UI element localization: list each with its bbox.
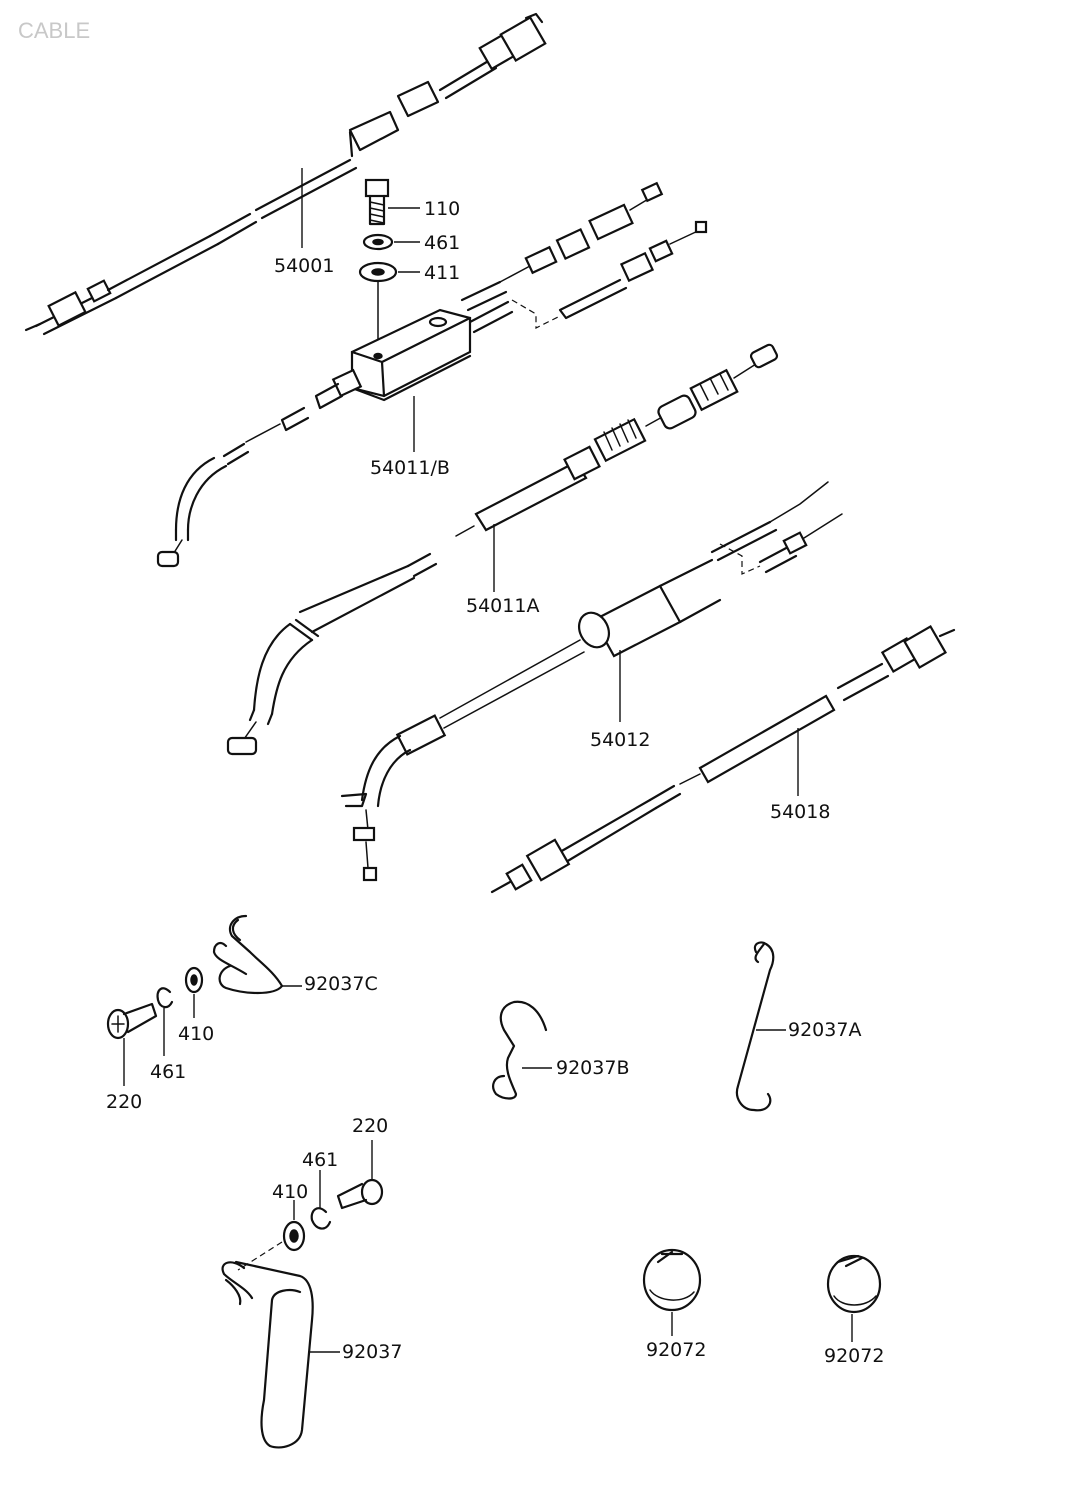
cable-54018[interactable] <box>490 625 956 894</box>
washer-411[interactable] <box>358 261 398 283</box>
washer-461-b[interactable] <box>156 987 174 1009</box>
bolt-110[interactable] <box>364 178 390 226</box>
label-461-a: 461 <box>424 232 460 254</box>
clamp-92072-b[interactable] <box>826 1254 882 1314</box>
label-461-c: 461 <box>302 1149 338 1171</box>
label-220-a: 220 <box>106 1091 142 1113</box>
label-54011a: 54011A <box>466 595 539 617</box>
label-411: 411 <box>424 262 460 284</box>
screw-220-a[interactable] <box>106 1002 158 1040</box>
clamp-92072-a[interactable] <box>642 1248 702 1312</box>
assembly-line <box>237 1241 283 1271</box>
washer-461-c[interactable] <box>310 1207 332 1230</box>
label-410-a: 410 <box>178 1023 214 1045</box>
guide-92037a[interactable] <box>735 941 775 1112</box>
label-92037c: 92037C <box>304 973 378 995</box>
cable-54011a[interactable] <box>226 343 779 756</box>
page-title: CABLE <box>18 18 90 43</box>
washer-461[interactable] <box>362 233 394 251</box>
cable-54001[interactable] <box>24 12 547 336</box>
cable-54012[interactable] <box>340 481 843 882</box>
label-92037: 92037 <box>342 1341 402 1363</box>
label-461-b: 461 <box>150 1061 186 1083</box>
label-92072-a: 92072 <box>646 1339 706 1361</box>
label-54018: 54018 <box>770 801 830 823</box>
washer-410-a[interactable] <box>184 966 204 994</box>
cable-54011b[interactable] <box>156 181 708 568</box>
guide-92037b[interactable] <box>492 1000 548 1100</box>
label-92037b: 92037B <box>556 1057 629 1079</box>
label-110: 110 <box>424 198 460 220</box>
label-54012: 54012 <box>590 729 650 751</box>
label-54011b: 54011/B <box>370 457 450 479</box>
label-92072-b: 92072 <box>824 1345 884 1367</box>
label-54001: 54001 <box>274 255 334 277</box>
screw-220-b[interactable] <box>336 1178 384 1210</box>
label-220-b: 220 <box>352 1115 388 1137</box>
label-92037a: 92037A <box>788 1019 861 1041</box>
label-410-b: 410 <box>272 1181 308 1203</box>
guide-92037[interactable] <box>221 1260 314 1449</box>
guide-92037c[interactable] <box>212 914 284 995</box>
washer-410-b[interactable] <box>282 1220 306 1252</box>
